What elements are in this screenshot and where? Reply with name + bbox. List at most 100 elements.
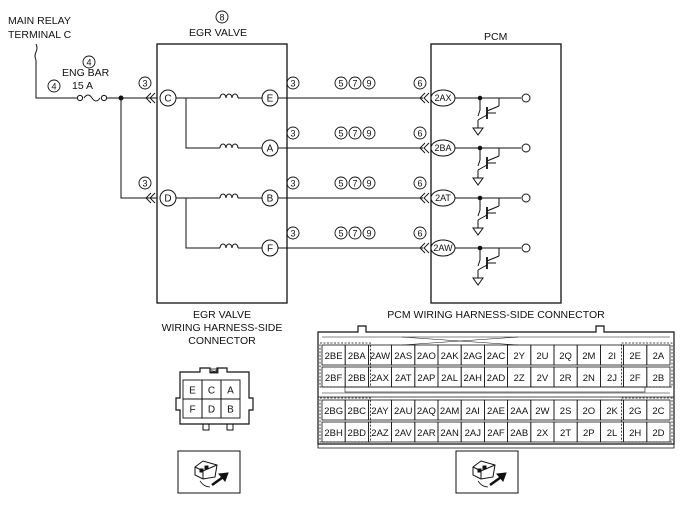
main-relay-label: MAIN RELAY [8,15,71,27]
pcm-connector-cavity-label: 2AS [394,351,412,362]
transistor-emitter [477,264,488,271]
egr-pin-c-label: C [164,94,171,105]
pcm-connector-cavity-label: 2AB [510,428,528,439]
pcm-connector-cavity-label: 2AC [487,351,506,362]
pcm-connector-mark [423,142,430,154]
wire-note-marker-number: 9 [366,79,371,89]
egr-side-marker-number: 3 [290,129,295,139]
egr-connector-cavity-label: F [189,405,195,416]
relay-wire-marker: 4 [47,79,61,93]
pcm-connector-cavity-label: 2AV [395,428,413,439]
egr-connector-cavity [220,398,241,419]
pcm-driver-lead [477,209,481,217]
pcm-view-direction-icon [455,450,519,494]
main-relay-terminal-label: TERMINAL C [8,29,72,41]
egr-connector-cavity-label: D [208,405,215,416]
pcm-connector-divider-rib [344,386,646,393]
egr-connector-cavity-label: E [189,386,196,397]
pcm-connector-lock-mark [401,336,519,346]
transistor-emitter [477,114,488,121]
pcm-connector-cavity-label: 2T [560,428,571,439]
pcm-connector-mark [423,92,430,104]
pcm-connector-mark [419,192,426,204]
pcm-connector-cavity-label: 2AN [440,428,459,439]
pcm-pin-2ax-label: 2AX [434,93,451,103]
eng-bar-label: ENG BAR [62,67,110,79]
pcm-connector-cavity-label: 2BH [324,428,343,439]
wire-note-marker: 5 [334,126,348,140]
wire-note-marker: 5 [334,226,348,240]
pcm-side-marker-number: 6 [417,179,422,189]
wire-note-marker: 5 [334,76,348,90]
pcm-driver-lead [477,159,481,167]
relay-wire-number: 4 [51,82,56,92]
egr-pin-d: D [159,189,177,207]
pcm-connector-cavity-label: 2M [582,351,595,362]
pcm-terminal [521,193,531,203]
pcm-connector-cavity-label: 2BD [348,428,367,439]
pcm-connector-cavity-label: 2H [629,428,641,439]
pcm-connector-cavity-label: 2AQ [417,406,436,417]
pcm-connector-cavity-label: 2X [537,428,549,439]
pcm-side-marker: 6 [413,176,427,190]
egr-harness-label-2: WIRING HARNESS-SIDE [162,322,283,334]
egr-connector-cavity-label: B [227,405,234,416]
pcm-connector-cavity-label: 2N [583,373,595,384]
pcm-connector-cavity [646,366,671,388]
pcm-connector-cavity-label: 2Z [514,373,525,384]
pcm-connector-cavity-label: 2AK [441,351,460,362]
egr-pin-f-label: F [267,244,273,255]
pcm-connector-cavity-label: 2AP [417,373,435,384]
transistor-collector [486,255,500,262]
wire-note-marker-number: 9 [366,229,371,239]
pcm-side-marker-number: 6 [417,129,422,139]
pcm-connector-cavity-label: 2E [629,351,641,362]
pcm-terminal [521,243,531,253]
pcm-connector-key-group [621,397,673,443]
wire-note-marker-number: 9 [366,179,371,189]
pcm-connector-cavity-label: 2BG [324,406,343,417]
ground-symbol [472,227,484,236]
pcm-connector-cavity-label: 2BA [348,351,367,362]
pcm-connector-mark [419,92,426,104]
pcm-connector-mark [423,242,430,254]
pcm-connector-cavity-label: 2AI [466,406,480,417]
pcm-connector-cavity [646,421,671,443]
pcm-connector-cavity-label: 2F [630,373,641,384]
transistor-collector [486,155,500,162]
pcm-connector-cavity-label: 2P [583,428,595,439]
pcm-connector-cavity-label: 2AR [417,428,436,439]
egr-side-marker: 3 [286,76,300,90]
pcm-connector-cavity-label: 2AO [417,351,436,362]
ground-symbol [472,277,484,286]
wire-note-marker-number: 5 [338,129,343,139]
wire-note-marker: 9 [362,76,376,90]
wire-note-marker: 9 [362,176,376,190]
pcm-side-marker: 6 [413,126,427,140]
branch-lower-marker: 3 [138,176,152,190]
pcm-connector-cavity-label: 2AG [463,351,482,362]
transistor-emitter [477,164,488,171]
egr-valve-note-number: 8 [219,13,224,23]
wire-note-marker: 7 [348,76,362,90]
pcm-connector-cavity-label: 2J [607,373,617,384]
pcm-connector-cavity-label: 2R [560,373,572,384]
egr-left-connector-marks [145,92,156,204]
egr-valve-internal-wiring [176,93,262,249]
branch-upper-marker: 3 [138,76,152,90]
pcm-connector-cavity-label: 2BC [348,406,367,417]
pcm-pin-2ba-label: 2BA [434,143,451,153]
pcm-connector-cavity [646,344,671,366]
pcm-connector-cavity-label: 2AX [371,373,390,384]
egr-pin-d-label: D [164,194,171,205]
pcm-connector-cavity-label: 2L [607,428,618,439]
pcm-connector-cavity-label: 2V [537,373,549,384]
pcm-title: PCM [484,31,507,43]
pcm-connector-cavity-label: 2AA [510,406,529,417]
fuse-marker: 4 [82,55,96,69]
pcm-driver-lead [477,259,481,267]
pcm-connector-cavity-label: 2AF [487,428,505,439]
pcm-box [430,43,562,304]
